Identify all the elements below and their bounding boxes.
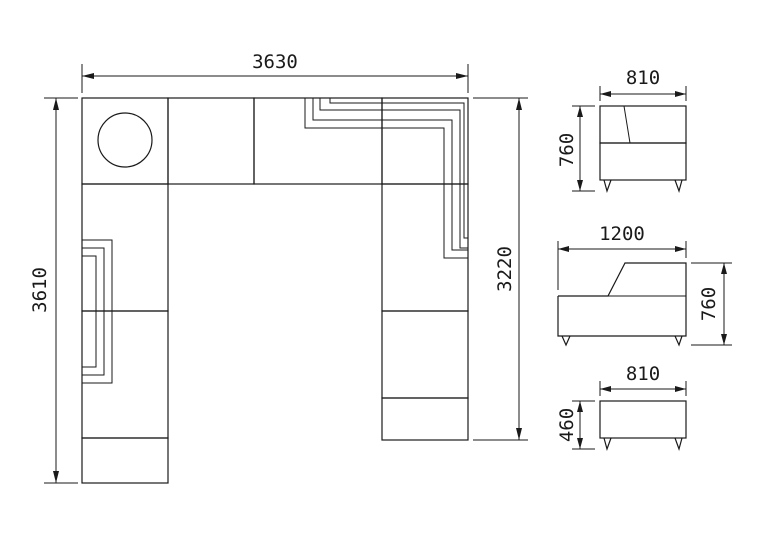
dim-armless-width-label: 1200 <box>599 223 645 245</box>
dim-corner-width: 810 <box>599 67 687 101</box>
plan-ottoman-right <box>381 397 469 441</box>
corner-module-elevation: 810 760 <box>556 67 687 193</box>
plan-seat-top-3 <box>253 97 383 185</box>
dim-ottoman-height-label: 460 <box>556 408 578 442</box>
dim-overall-width-label: 3630 <box>252 51 298 73</box>
dim-armless-width: 1200 <box>557 223 687 290</box>
dim-corner-height: 760 <box>556 105 595 192</box>
plan-round-table <box>97 112 153 168</box>
plan-corner-left-top <box>81 97 169 185</box>
plan-seat-right-1 <box>381 183 469 312</box>
dim-ottoman-width: 810 <box>599 363 687 396</box>
ottoman-elevation: 810 460 <box>556 363 687 451</box>
plan-corner-right-top <box>381 97 469 185</box>
armless-module-elevation: 1200 760 <box>557 223 732 347</box>
dim-armless-height-label: 760 <box>698 287 720 321</box>
dim-overall-depth-left: 3610 <box>29 97 78 484</box>
plan-backrest-outline-left <box>82 239 113 384</box>
plan-ottoman-left <box>81 437 169 484</box>
plan-view: 3630 3610 3220 <box>29 51 528 484</box>
dim-corner-width-label: 810 <box>626 67 660 89</box>
plan-seat-right-2 <box>381 310 469 399</box>
plan-backrest-outline-right <box>304 98 468 259</box>
dim-ottoman-width-label: 810 <box>626 363 660 385</box>
dim-ottoman-height: 460 <box>556 400 595 450</box>
dim-overall-depth-left-label: 3610 <box>29 267 51 313</box>
dim-overall-depth-right: 3220 <box>473 97 528 441</box>
plan-seat-top-2 <box>167 97 255 185</box>
dim-corner-height-label: 760 <box>556 133 578 167</box>
dim-overall-width: 3630 <box>81 51 469 93</box>
dim-overall-depth-right-label: 3220 <box>494 246 516 292</box>
dim-armless-height: 760 <box>691 262 732 346</box>
